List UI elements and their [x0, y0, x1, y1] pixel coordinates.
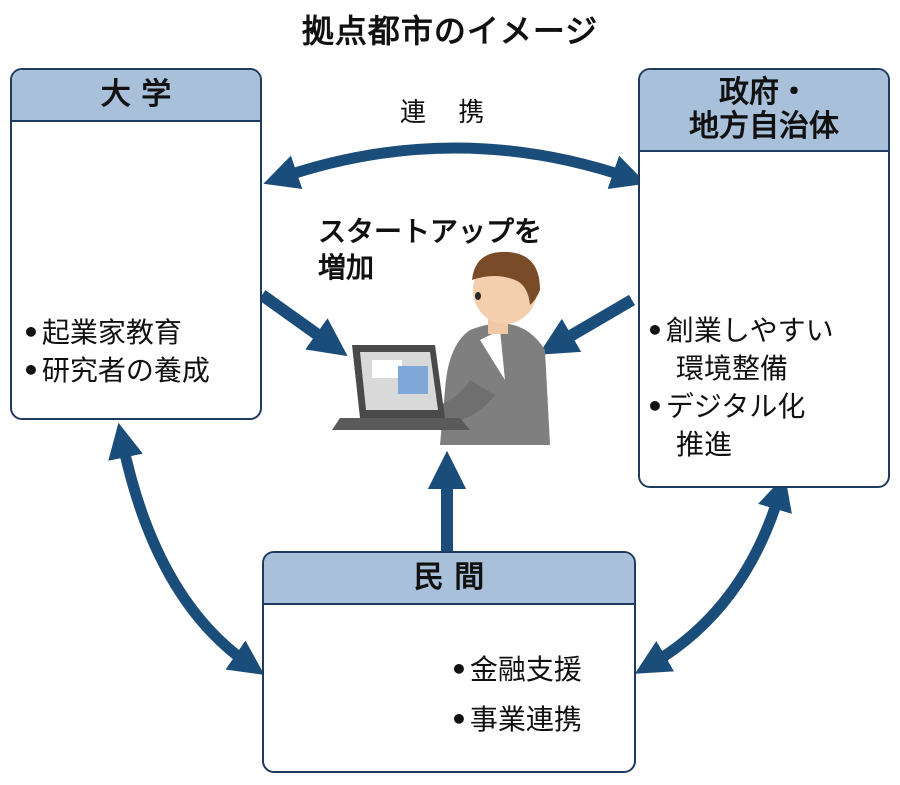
private-header: 民 間	[264, 553, 634, 605]
list-item-continuation: 環境整備	[676, 352, 789, 385]
government-header-line-1: 政府・	[719, 75, 809, 110]
university-items: •起業家教育 •研究者の養成	[22, 314, 210, 390]
list-item: •金融支援	[450, 653, 582, 686]
government-header: 政府・ 地方自治体	[640, 70, 888, 152]
university-header: 大 学	[12, 70, 260, 122]
government-box: 政府・ 地方自治体 •創業しやすい 環境整備 •デジタル化 推進	[638, 68, 890, 488]
link-arrow-right	[634, 475, 792, 674]
center-label: スタートアップを 増加	[318, 214, 542, 286]
government-items: •創業しやすい 環境整備 •デジタル化 推進	[646, 312, 834, 464]
link-label: 連 携	[400, 98, 497, 128]
center-label-line-2: 増加	[318, 251, 375, 284]
government-header-line-2: 地方自治体	[689, 109, 839, 144]
arrow-university-to-startup	[258, 290, 348, 357]
arrow-government-to-startup	[538, 294, 636, 355]
list-item: •創業しやすい	[646, 314, 834, 347]
list-item: •起業家教育	[22, 316, 182, 349]
diagram-title: 拠点都市のイメージ	[301, 12, 599, 50]
private-items: •金融支援 •事業連携	[450, 645, 582, 745]
list-item: •事業連携	[450, 703, 582, 736]
list-item: •研究者の養成	[22, 354, 210, 387]
center-label-line-1: スタートアップを	[318, 215, 543, 248]
university-box: 大 学 •起業家教育 •研究者の養成	[10, 68, 262, 420]
list-item-continuation: 推進	[676, 428, 733, 461]
list-item: •デジタル化	[646, 390, 806, 423]
link-arrow-top	[263, 142, 647, 189]
link-arrow-left	[108, 422, 265, 675]
entrepreneur-illustration	[332, 251, 550, 445]
private-box: 民 間 •金融支援 •事業連携	[262, 551, 636, 773]
